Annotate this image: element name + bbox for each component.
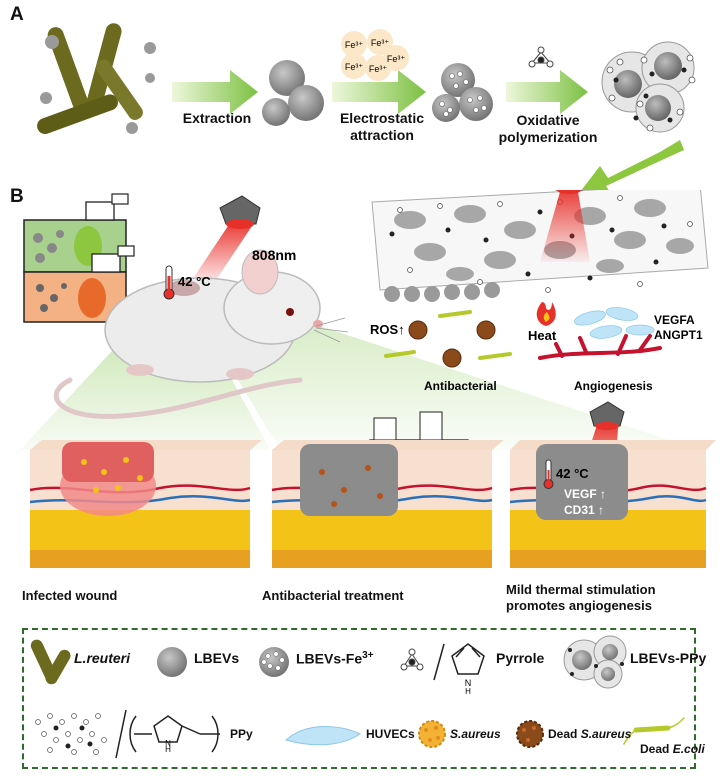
hydrogel-network — [371, 190, 709, 293]
panel-a-graphics: Fe³⁺ Fe³⁺ Fe³⁺ Fe³⁺ Fe³⁺ — [37, 23, 696, 198]
pyrrole-structure-icon — [451, 643, 485, 675]
electrostatic-arrow — [332, 70, 426, 114]
legend-dead-saureus-name: S.aureus — [580, 727, 632, 741]
tissue-block-mild-thermal — [509, 440, 716, 568]
fe-ion-cluster: Fe³⁺ Fe³⁺ Fe³⁺ Fe³⁺ Fe³⁺ — [341, 29, 409, 81]
lreuteri-icon — [30, 639, 71, 685]
step-extraction: Extraction — [182, 110, 252, 126]
legend-dead-word: Dead — [640, 742, 670, 756]
angiogenesis-label: Angiogenesis — [574, 379, 653, 393]
legend-saureus-label: S.aureus — [450, 727, 501, 741]
svg-text:H: H — [165, 745, 171, 754]
laser-wavelength: 808nm — [252, 247, 296, 263]
caption-antibacterial-treatment: Antibacterial treatment — [262, 588, 404, 603]
ros-label: ROS↑ — [370, 322, 405, 337]
legend-box: N H H N — [22, 628, 706, 769]
heat-flame-icon — [536, 302, 556, 326]
legend-dead-saureus-label: Dead S.aureus — [548, 727, 631, 741]
pyrrole-molecule-icon — [400, 648, 424, 671]
curved-down-arrow — [580, 140, 684, 198]
heat-label: Heat — [528, 328, 557, 343]
caption-mild-line2: promotes angiogenesis — [506, 598, 652, 613]
legend-dead-word: Dead — [548, 727, 578, 741]
laser-beam — [540, 192, 590, 262]
vesicle-row — [384, 282, 500, 302]
laser-beam — [188, 226, 252, 286]
legend-ppy-label: PPy — [230, 727, 253, 741]
panel-label-a: A — [10, 4, 24, 25]
legend-huvecs-label: HUVECs — [366, 727, 415, 741]
fe-ion-label: Fe³⁺ — [369, 64, 388, 74]
step-oxidative-line2: polymerization — [498, 129, 598, 145]
caption-mild-thermal: Mild thermal stimulation promotes angiog… — [506, 582, 706, 614]
legend-lbevs-label: LBEVs — [194, 650, 240, 666]
legend-lbevs-fe-label: LBEVs-Fe3+ — [296, 650, 374, 667]
lbevs-fe-icon — [259, 647, 289, 677]
tissue-block-infected — [29, 440, 262, 568]
laser-device-icon — [219, 195, 261, 229]
svg-text:N: N — [465, 678, 472, 688]
step-oxidative-polymerization: Oxidative polymerization — [486, 112, 610, 146]
mouse-temperature: 42 °C — [178, 274, 211, 289]
lreuteri-bacteria-cluster — [37, 23, 156, 134]
dead-ecoli-icon — [623, 717, 685, 745]
svg-text:N: N — [165, 739, 171, 748]
huvec-icon — [284, 726, 361, 746]
blood-vessel-network — [538, 334, 662, 360]
antibacterial-label: Antibacterial — [424, 379, 497, 393]
fe-ion-label: Fe³⁺ — [345, 62, 364, 72]
step-electrostatic-line1: Electrostatic — [339, 110, 425, 126]
tissue-temperature: 42 °C — [556, 466, 589, 481]
fe-ion-label: Fe³⁺ — [345, 40, 364, 50]
lbevs-ppy-cluster — [601, 41, 696, 133]
pyrrole-molecule-icon — [528, 46, 554, 68]
saureus-icon — [418, 720, 446, 748]
lbevs-fe-vesicles — [432, 63, 493, 122]
antibacterial-mechanism — [384, 310, 512, 368]
spray-bottles-icon — [23, 193, 135, 323]
panel-label-b: B — [10, 186, 24, 207]
panel-b-graphics: 42 °C 808nm — [20, 190, 716, 568]
vegfa-label: VEGFA — [654, 313, 695, 327]
ppy-network-icon — [35, 713, 107, 755]
caption-infected-wound: Infected wound — [22, 588, 118, 603]
legend-lbevs-fe-text: LBEVs-Fe — [296, 650, 363, 667]
legend-lbevs-fe-sup: 3+ — [362, 650, 374, 661]
huvec-cells — [574, 307, 655, 339]
step-oxidative-line1: Oxidative — [516, 112, 580, 128]
legend-dead-ecoli-label: Dead E.coli — [640, 742, 705, 756]
legend-dead-ecoli-name: E.coli — [672, 742, 705, 756]
ppy-structure-icon — [129, 715, 220, 753]
tissue-block-treatment — [271, 440, 504, 568]
svg-text:H: H — [465, 687, 471, 696]
thermometer-icon — [543, 459, 554, 489]
mouse-illustration — [53, 249, 349, 419]
lbevs-vesicles — [262, 60, 324, 126]
fe-ion-label: Fe³⁺ — [371, 38, 390, 48]
step-electrostatic-attraction: Electrostatic attraction — [330, 110, 434, 144]
lbevs-icon — [157, 647, 187, 677]
thermometer-icon — [163, 265, 175, 300]
vegf-marker: VEGF ↑ — [564, 487, 606, 501]
cd31-marker: CD31 ↑ — [564, 503, 604, 517]
caption-mild-line1: Mild thermal stimulation — [506, 582, 656, 597]
legend-icons: N H H N — [30, 635, 685, 759]
step-electrostatic-line2: attraction — [350, 127, 414, 143]
legend-pyrrole-label: Pyrrole — [496, 650, 545, 666]
angpt1-label: ANGPT1 — [654, 328, 703, 342]
legend-lbevs-ppy-label: LBEVs-PPy — [630, 650, 707, 666]
dead-saureus-icon — [516, 720, 544, 748]
lbevs-ppy-icon — [563, 635, 627, 689]
fe-ion-label: Fe³⁺ — [387, 54, 406, 64]
oxidative-arrow — [506, 70, 588, 114]
legend-lreuteri-label: L.reuteri — [74, 650, 131, 666]
extraction-arrow — [172, 70, 258, 114]
laser-device-icon — [589, 401, 625, 430]
